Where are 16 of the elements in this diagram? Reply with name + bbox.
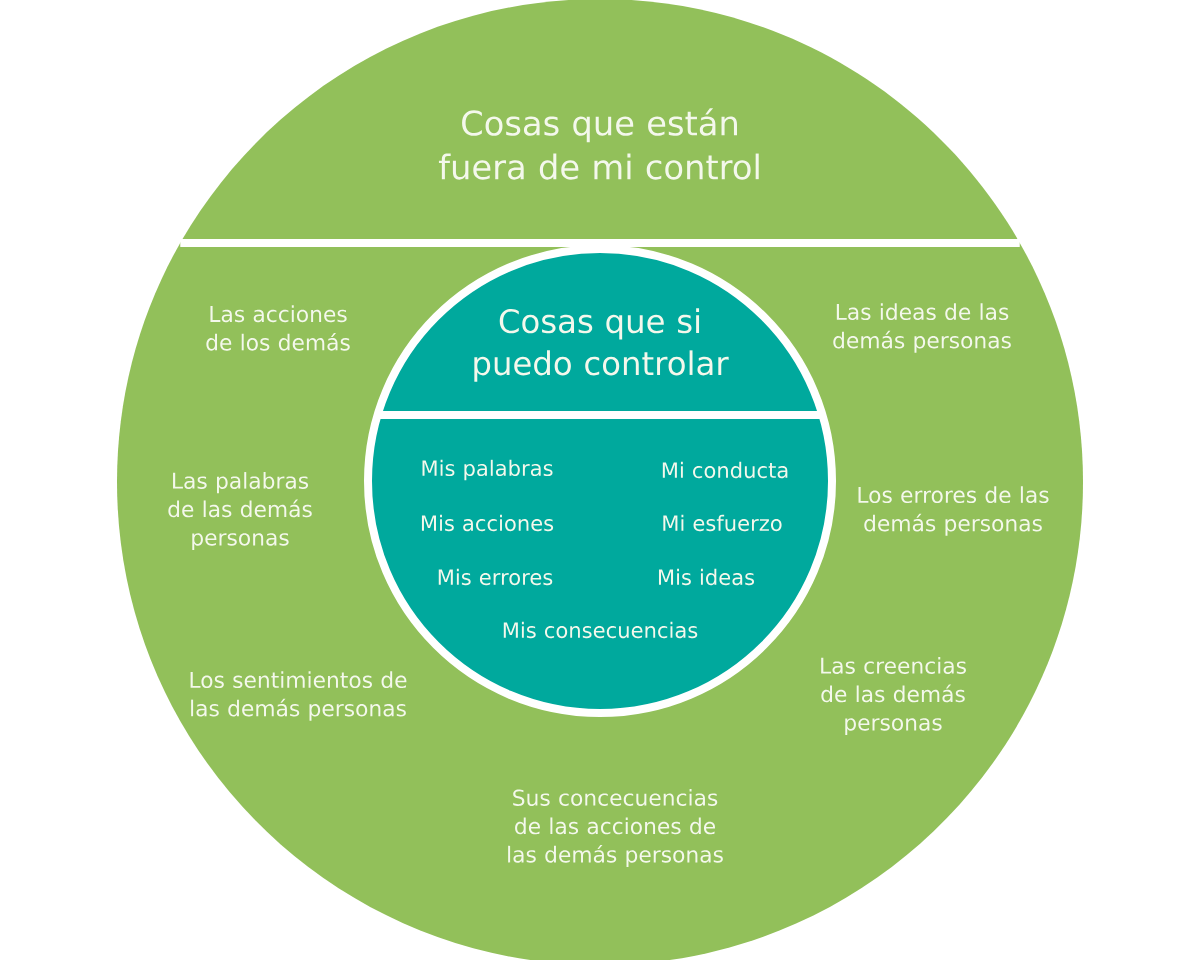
item-text: Mis ideas [659,568,755,586]
item-text: Las ideas de las demás personas [833,303,1011,353]
item-text: Las acciones de los demás [206,305,350,351]
item-text: Mi conducta [662,461,788,479]
heading: Cosas que están fuera de mi control [438,108,759,180]
item-text: Sus concecuencias de las acciones de las demás personas [508,789,723,867]
item-text: Mis palabras [422,459,553,481]
heading: Cosas que si puedo controlar [474,308,729,382]
item-text: Las palabras de las demás personas [168,472,312,550]
item-text: Los sentimientos de las demás personas [190,671,407,721]
item-text: Mis acciones [421,514,554,532]
item-text: Mi esfuerzo [663,514,782,532]
item-text: Mis consecuencias [503,621,698,639]
item-text: Los errores de las demás personas [858,486,1049,536]
item-text: Las creencias de las demás personas [821,657,966,735]
item-text: Mis errores [438,568,553,586]
